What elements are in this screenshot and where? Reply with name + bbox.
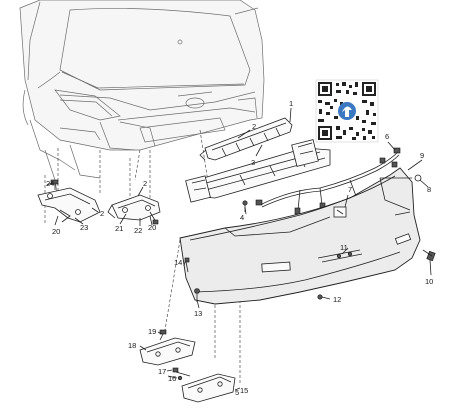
callout-13: 13 [194,309,202,318]
rear-bumper-fascia [179,167,421,305]
callout-11: 11 [340,243,348,252]
lower-lamp-assembly-lower [172,367,236,403]
callout-22: 22 [134,226,142,235]
callout-12: 12 [333,295,341,304]
callout-21: 21 [115,224,123,233]
callout-23: 23 [80,223,88,232]
callout-3: 3 [251,158,255,167]
callout-16: 16 [168,374,176,383]
callout-8: 8 [427,185,431,194]
energy-absorber-upper [199,117,293,161]
callout-15: 15 [240,386,248,395]
callout-24: 24 [46,179,54,188]
qr-code-image [315,79,379,143]
lower-lamp-assembly-upper [139,329,196,366]
fasteners [184,174,436,302]
callout-14: 14 [174,258,182,267]
leader-lines [46,107,432,391]
callout-10: 10 [425,277,433,286]
callout-20-left: 20 [52,227,60,236]
callout-labels: 1 2 3 4 5 6 7 8 9 10 11 12 13 14 15 16 1… [46,99,433,397]
callout-6: 6 [385,132,389,141]
callout-19: 19 [148,327,156,336]
callout-2-left: 2 [100,209,104,218]
callout-9: 9 [420,151,424,160]
callout-4: 4 [240,213,244,222]
vehicle-body-outline [19,0,265,201]
callout-7: 7 [348,185,352,194]
callout-17: 17 [158,367,166,376]
callout-2-top: 2 [252,122,256,131]
callout-1: 1 [289,99,293,108]
wiring-harness [255,147,401,215]
callout-20-right: 20 [148,223,156,232]
callout-5: 5 [235,388,239,397]
impact-bar [185,139,331,203]
callout-18: 18 [128,341,136,350]
center-bracket-assembly [107,194,161,225]
callout-2-center: 2 [143,179,147,188]
